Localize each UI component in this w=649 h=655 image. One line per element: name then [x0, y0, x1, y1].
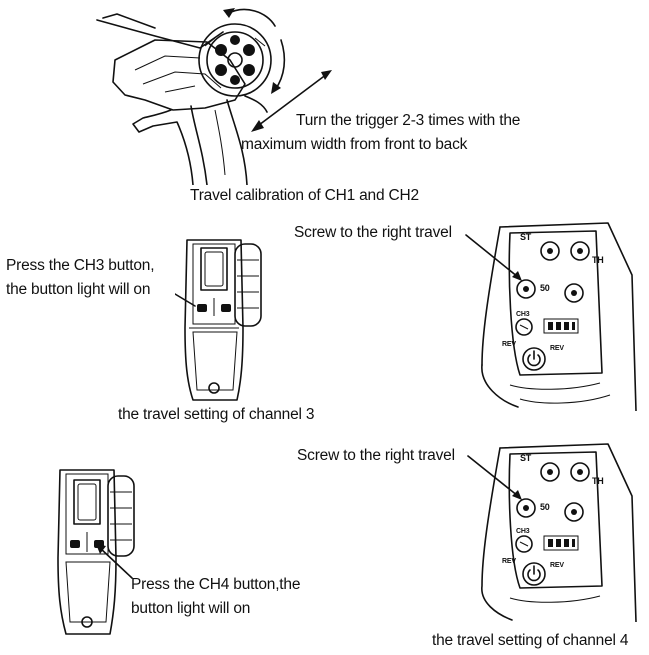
transmitter-top-view-ch4: [40, 462, 160, 637]
caption-channel-3: the travel setting of channel 3: [118, 406, 315, 423]
label-dial-value-2: 50: [540, 502, 550, 512]
transmitter-top-view-ch3: [175, 232, 285, 404]
trigger-instruction-line-2: maximum width from front to back: [241, 136, 468, 153]
screw-instruction-2: Screw to the right travel: [297, 447, 455, 464]
label-ch3-2: CH3: [516, 528, 530, 535]
label-dial-value: 50: [540, 283, 550, 293]
label-rev-left-2: REV: [502, 558, 516, 565]
label-rev-right-2: REV: [550, 562, 564, 569]
label-rev-right: REV: [550, 345, 564, 352]
ch4-instruction-line-2: button light will on: [131, 600, 251, 617]
label-th: TH: [592, 255, 604, 265]
transmitter-trigger-wheel-illustration: [95, 0, 335, 185]
label-ch3: CH3: [516, 311, 530, 318]
label-th-2: TH: [592, 476, 604, 486]
label-st-2: ST: [520, 453, 532, 463]
screw-instruction-1: Screw to the right travel: [294, 224, 452, 241]
ch3-instruction-line-1: Press the CH3 button,: [6, 257, 155, 274]
dial-control-panel-1: ST TH 50 CH3 REV REV: [460, 215, 640, 411]
caption-channel-4: the travel setting of channel 4: [432, 632, 629, 649]
ch4-instruction-line-1: Press the CH4 button,the: [131, 576, 301, 593]
dial-control-panel-2: ST TH 50 CH3 REV REV: [460, 436, 640, 622]
label-st: ST: [520, 232, 532, 242]
trigger-instruction-line-1: Turn the trigger 2-3 times with the: [296, 112, 521, 129]
dial-st: [540, 241, 560, 261]
section-title: Travel calibration of CH1 and CH2: [190, 187, 419, 204]
label-rev-left: REV: [502, 341, 516, 348]
ch3-instruction-line-2: the button light will on: [6, 281, 151, 298]
